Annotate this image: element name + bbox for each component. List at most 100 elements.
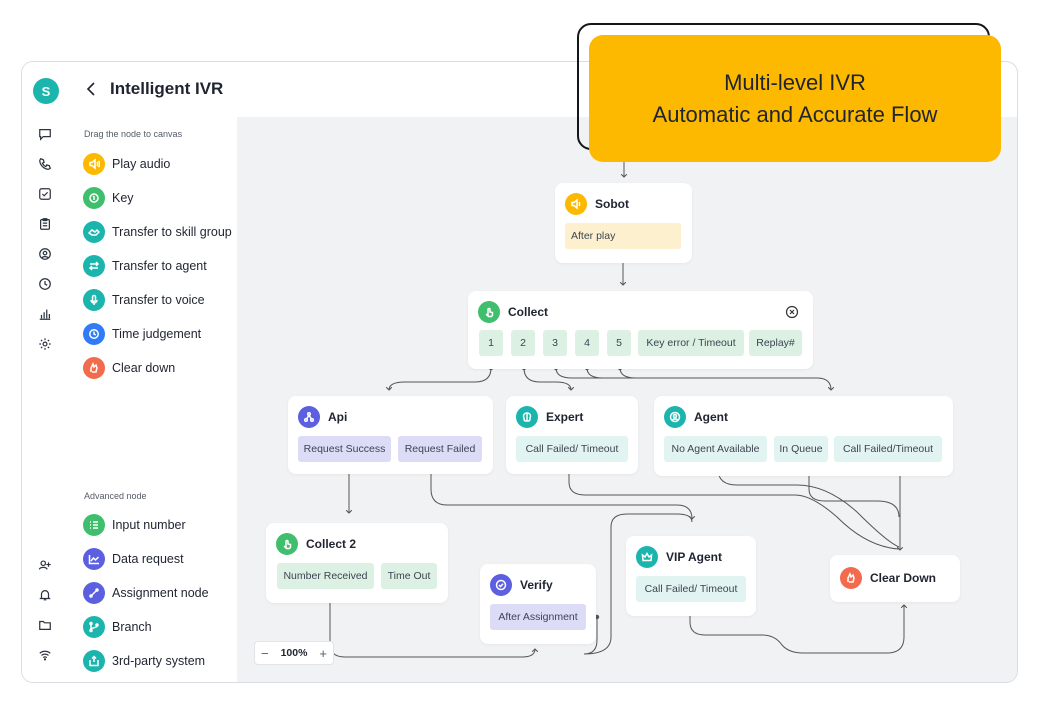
node-title: Api xyxy=(328,410,348,424)
node-port-2[interactable]: 2 xyxy=(511,330,535,356)
add-user-icon[interactable] xyxy=(37,557,53,573)
node-api[interactable]: Api Request Success Request Failed xyxy=(288,396,493,474)
node-title: Clear Down xyxy=(870,571,937,585)
flow-canvas[interactable]: Sobot After play Collect 1 2 3 4 5 Key e… xyxy=(237,117,1017,682)
node-port-in-queue[interactable]: In Queue xyxy=(774,436,828,462)
node-port-3[interactable]: 3 xyxy=(543,330,567,356)
palette-item-transfer-skill-group[interactable]: Transfer to skill group xyxy=(83,220,232,244)
user-icon xyxy=(664,406,686,428)
node-port-4[interactable]: 4 xyxy=(575,330,599,356)
chat-icon[interactable] xyxy=(37,126,53,142)
palette-item-clear-down[interactable]: Clear down xyxy=(83,356,175,380)
banner-line-2: Automatic and Accurate Flow xyxy=(652,101,938,127)
palette-item-label: Data request xyxy=(112,552,184,566)
checkbox-icon[interactable] xyxy=(37,186,53,202)
node-port-call-failed-timeout[interactable]: Call Failed/Timeout xyxy=(834,436,942,462)
settings-icon[interactable] xyxy=(37,336,53,352)
palette-item-transfer-agent[interactable]: Transfer to agent xyxy=(83,254,207,278)
list-icon xyxy=(83,514,105,536)
back-button[interactable] xyxy=(84,79,100,99)
hand-icon xyxy=(840,567,862,589)
edge-collect3-to-agent xyxy=(555,367,835,391)
node-port-replay[interactable]: Replay# xyxy=(749,330,802,356)
node-title: Verify xyxy=(520,578,553,592)
palette-item-input-number[interactable]: Input number xyxy=(83,513,186,537)
node-sobot[interactable]: Sobot After play xyxy=(555,183,692,263)
palette-item-time-judgement[interactable]: Time judgement xyxy=(83,322,201,346)
node-verify[interactable]: Verify After Assignment xyxy=(480,564,596,644)
palette-item-assignment-node[interactable]: Assignment node xyxy=(83,581,209,605)
clipboard-icon[interactable] xyxy=(37,216,53,232)
feature-banner: Multi-level IVR Automatic and Accurate F… xyxy=(589,35,1001,162)
user-circle-icon[interactable] xyxy=(37,246,53,262)
node-port-key-error[interactable]: Key error / Timeout xyxy=(638,330,744,356)
palette-item-label: Time judgement xyxy=(112,327,202,341)
edge-expert-failed-to-cleardown xyxy=(568,467,900,550)
bar-chart-icon[interactable] xyxy=(37,306,53,322)
node-port-after-play[interactable]: After play xyxy=(565,223,681,249)
edge-verify-to-vip xyxy=(583,513,693,655)
node-title: Collect xyxy=(508,305,549,319)
zoom-in-button[interactable]: + xyxy=(319,645,327,661)
node-port-no-agent[interactable]: No Agent Available xyxy=(664,436,767,462)
edge-vip-to-cleardown xyxy=(689,604,908,654)
edge-agent-noagent-to-cleardown xyxy=(717,468,900,548)
node-port-call-failed[interactable]: Call Failed/ Timeout xyxy=(636,576,746,602)
node-vip-agent[interactable]: VIP Agent Call Failed/ Timeout xyxy=(626,536,756,616)
folder-icon[interactable] xyxy=(37,617,53,633)
link-icon xyxy=(83,582,105,604)
palette-item-label: Assignment node xyxy=(112,586,209,600)
palette-item-label: Branch xyxy=(112,620,152,634)
node-title: VIP Agent xyxy=(666,550,723,564)
node-title: Expert xyxy=(546,410,584,424)
edge-api-failed-to-vip xyxy=(430,467,696,520)
page-title: Intelligent IVR xyxy=(110,79,224,98)
node-port-request-success[interactable]: Request Success xyxy=(298,436,391,462)
hand-pointer-icon xyxy=(276,533,298,555)
palette-item-data-request[interactable]: Data request xyxy=(83,547,184,571)
microphone-icon xyxy=(83,289,105,311)
palette-item-label: 3rd-party system xyxy=(112,654,206,668)
api-icon xyxy=(298,406,320,428)
node-port-number-received[interactable]: Number Received xyxy=(277,563,374,589)
palette-item-transfer-voice[interactable]: Transfer to voice xyxy=(83,288,205,312)
close-circle-icon[interactable] xyxy=(785,305,799,319)
node-title: Sobot xyxy=(595,197,629,211)
node-collect[interactable]: Collect 1 2 3 4 5 Key error / Timeout Re… xyxy=(468,291,813,369)
node-agent[interactable]: Agent No Agent Available In Queue Call F… xyxy=(654,396,953,476)
palette-item-branch[interactable]: Branch xyxy=(83,615,152,639)
palette-heading-advanced: Advanced node xyxy=(84,491,147,501)
node-collect-2[interactable]: Collect 2 Number Received Time Out xyxy=(266,523,448,603)
node-port-call-failed[interactable]: Call Failed/ Timeout xyxy=(516,436,628,462)
palette-item-label: Play audio xyxy=(112,157,171,171)
zoom-level: 100% xyxy=(280,647,308,659)
zoom-out-button[interactable]: − xyxy=(260,645,269,661)
transfer-icon xyxy=(83,255,105,277)
phone-icon[interactable] xyxy=(37,156,53,172)
node-clear-down[interactable]: Clear Down xyxy=(830,555,960,602)
palette-item-play-audio[interactable]: Play audio xyxy=(83,152,170,176)
palette-heading: Drag the node to canvas xyxy=(84,129,183,139)
bell-icon[interactable] xyxy=(37,587,53,603)
zoom-control: − 100% + xyxy=(254,641,334,665)
node-port-5[interactable]: 5 xyxy=(607,330,631,356)
palette-item-label: Clear down xyxy=(112,361,176,375)
banner-line-1: Multi-level IVR xyxy=(724,69,866,95)
key-icon xyxy=(83,187,105,209)
palette-item-label: Transfer to agent xyxy=(112,259,207,273)
palette-item-3rd-party-system[interactable]: 3rd-party system xyxy=(83,649,205,673)
branch-icon xyxy=(83,616,105,638)
node-port-after-assignment[interactable]: After Assignment xyxy=(490,604,586,630)
node-expert[interactable]: Expert Call Failed/ Timeout xyxy=(506,396,638,474)
avatar[interactable]: S xyxy=(33,78,59,104)
app-window: S xyxy=(21,61,1018,683)
clock-icon[interactable] xyxy=(37,276,53,292)
palette-item-key[interactable]: Key xyxy=(83,186,134,210)
edge-collect4-to-agent xyxy=(586,367,604,379)
node-port-1[interactable]: 1 xyxy=(479,330,503,356)
wifi-icon[interactable] xyxy=(37,647,53,663)
line-chart-icon xyxy=(83,548,105,570)
palette-item-label: Input number xyxy=(112,518,186,532)
node-port-request-failed[interactable]: Request Failed xyxy=(398,436,482,462)
node-port-time-out[interactable]: Time Out xyxy=(381,563,437,589)
